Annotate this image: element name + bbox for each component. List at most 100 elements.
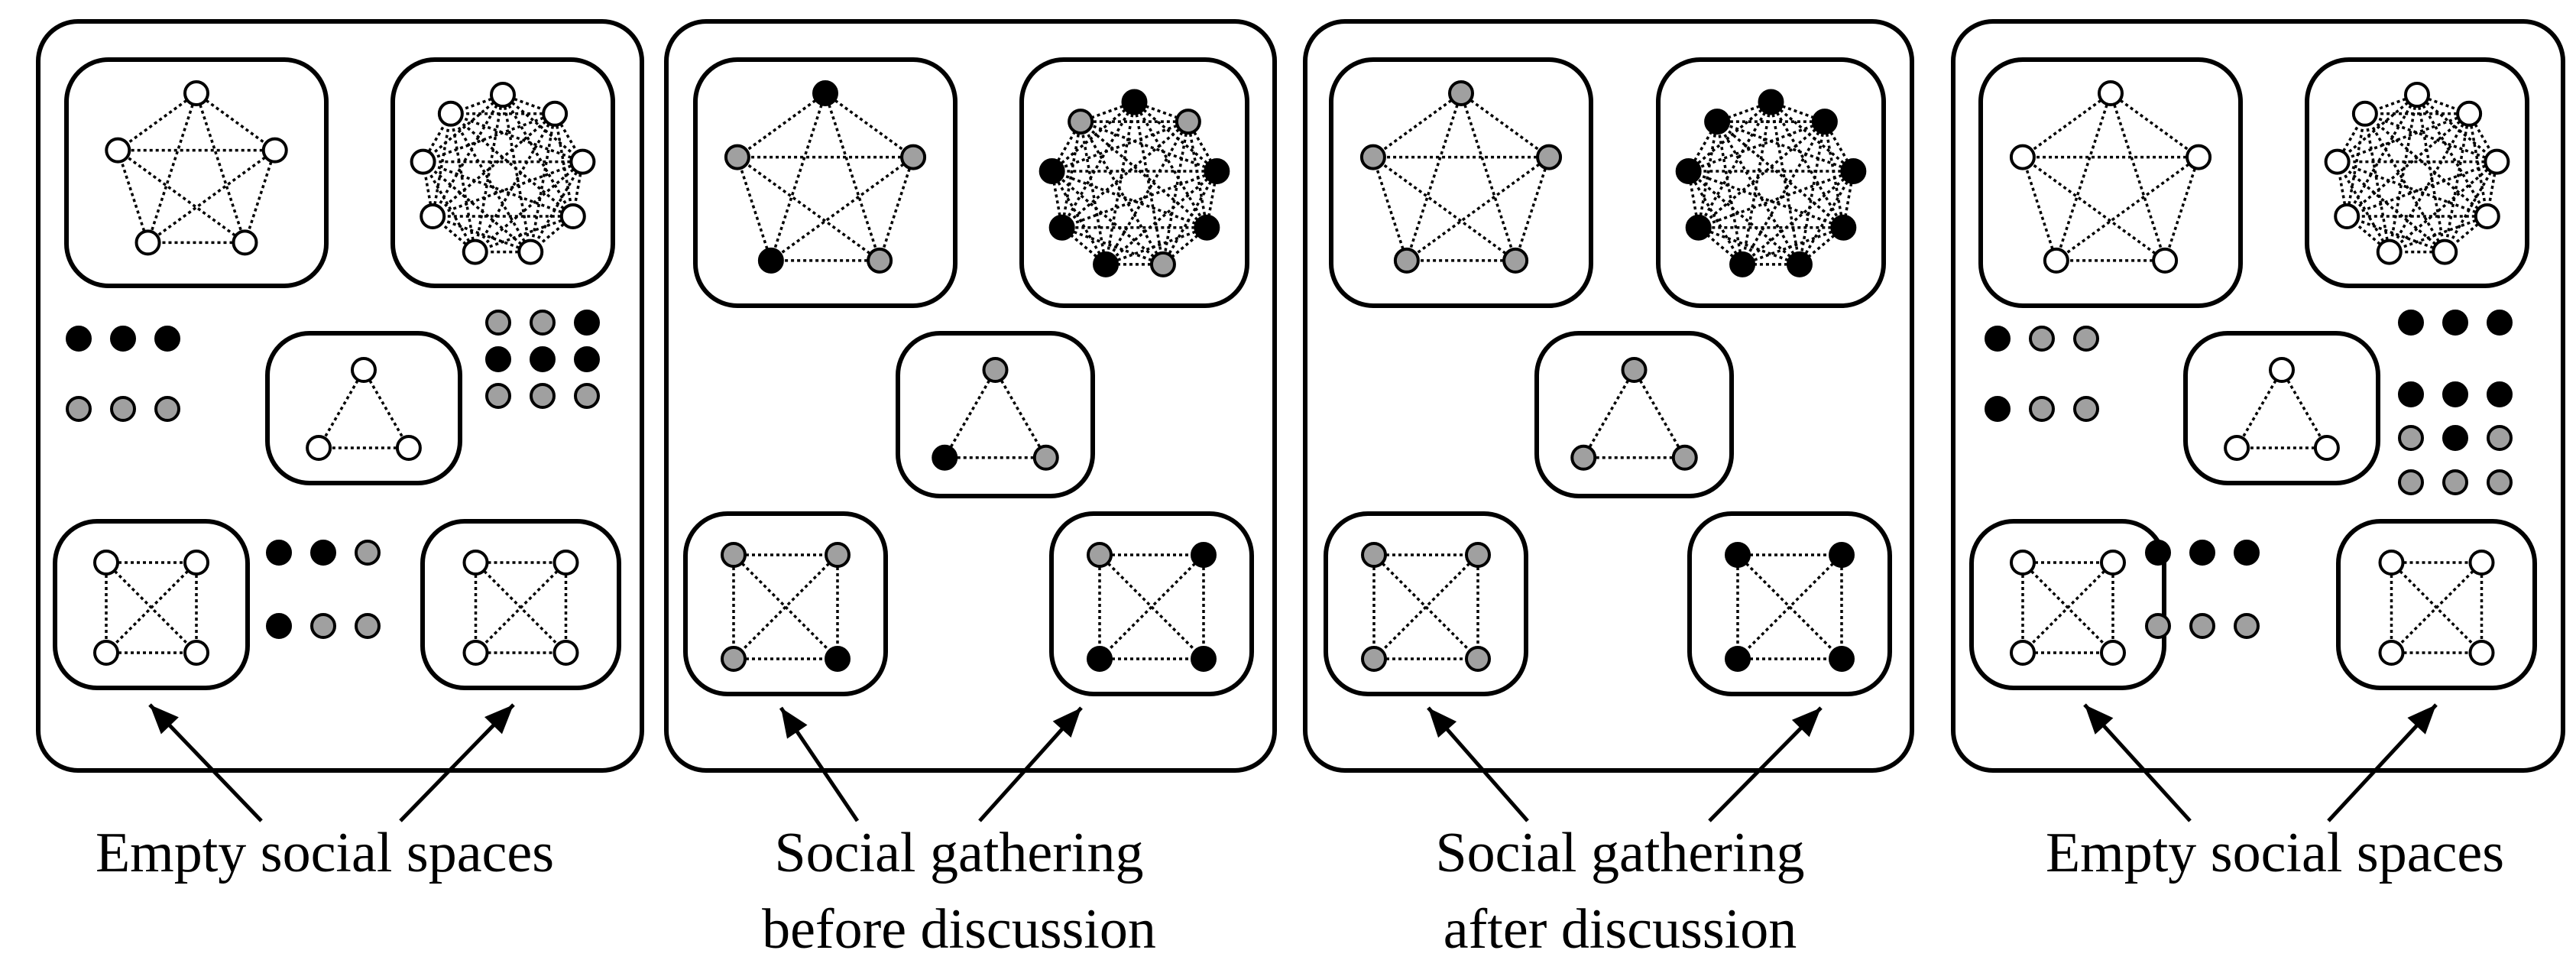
connection-line (1736, 553, 1843, 660)
connection-line (2021, 92, 2112, 159)
connection-line (2346, 112, 2471, 218)
agent-node (1121, 89, 1148, 115)
agent-node (1191, 542, 1217, 568)
connection-line (2280, 369, 2328, 449)
social-group (2183, 331, 2380, 485)
social-group (1978, 57, 2243, 308)
connection-line (2388, 94, 2419, 252)
connection-line (195, 92, 276, 152)
free-agent-node (2145, 540, 2171, 566)
connection-line (2336, 161, 2391, 253)
agent-node (1786, 251, 1813, 277)
agent-node (825, 646, 851, 672)
free-agent-node (2234, 540, 2260, 566)
free-agent-node (574, 383, 600, 409)
arrow-head (1791, 708, 1821, 738)
free-agent-node (530, 383, 556, 409)
connection-line (1051, 101, 1136, 173)
connection-line (1741, 102, 1773, 265)
agent-node (420, 203, 446, 229)
connection-line (117, 149, 246, 244)
connection-line (2336, 93, 2419, 163)
connection-line (2163, 157, 2200, 261)
connection-line (195, 92, 247, 243)
connection-line (736, 92, 827, 159)
arrow-head (2407, 705, 2436, 735)
agent-node (105, 137, 131, 164)
free-agent-node (66, 396, 92, 422)
connection-line (116, 150, 150, 243)
connection-line (2346, 160, 2497, 218)
agent-node (1465, 646, 1491, 672)
connection-line (362, 369, 410, 449)
social-group (1329, 57, 1593, 308)
connection-line (474, 94, 504, 252)
connection-line (2109, 92, 2166, 261)
free-agent-node (266, 540, 292, 566)
social-space-box (693, 57, 957, 308)
agent-node (2186, 144, 2212, 170)
agent-node (1175, 109, 1201, 135)
connection-line (474, 112, 556, 253)
agent-node (559, 203, 586, 229)
agent-node (932, 444, 958, 471)
agent-node (1448, 80, 1474, 106)
agent-node (462, 550, 489, 576)
free-agent-node (2442, 381, 2468, 407)
agent-node (437, 100, 464, 127)
social-group (265, 331, 462, 485)
connection-line (2337, 160, 2488, 218)
agent-node (1725, 542, 1751, 568)
connection-line (317, 369, 365, 449)
agent-node (1811, 109, 1838, 135)
connection-line (824, 92, 915, 159)
free-agent-node (2442, 469, 2468, 495)
connection-line (529, 161, 584, 253)
agent-node (825, 542, 851, 568)
agent-node (351, 357, 377, 383)
agent-node (2010, 640, 2036, 666)
agent-node (812, 80, 838, 106)
agent-node (2009, 144, 2036, 170)
free-agent-node (2487, 310, 2513, 336)
free-agent-node (2442, 425, 2468, 451)
connection-line (501, 93, 584, 163)
connection-line (2021, 157, 2058, 261)
free-agent-node (110, 396, 136, 422)
agent-node (569, 148, 596, 175)
agent-node (1393, 247, 1420, 274)
social-group (53, 519, 250, 690)
free-agent-node (310, 613, 336, 639)
agent-node (462, 640, 489, 666)
agent-node (490, 82, 516, 108)
social-space-box (2336, 519, 2537, 690)
connection-line (105, 561, 198, 654)
agent-node (2456, 100, 2483, 127)
connection-line (2416, 93, 2498, 163)
arrow-head (484, 705, 514, 735)
agent-node (542, 100, 569, 127)
agent-node (2468, 640, 2495, 666)
free-agent-node (2029, 326, 2055, 352)
arrow-head (1428, 708, 1457, 738)
connection-line (432, 112, 556, 218)
connection-line (1061, 120, 1190, 229)
connection-line (732, 553, 839, 660)
connection-line (2364, 113, 2391, 252)
free-agent-node (485, 383, 511, 409)
agent-node (1621, 357, 1648, 383)
connection-line (1514, 157, 1550, 261)
connection-line (1051, 170, 1207, 229)
connection-line (529, 113, 556, 252)
connection-line (736, 157, 773, 261)
connection-line (423, 160, 574, 218)
connection-line (1104, 121, 1190, 265)
connection-line (431, 113, 452, 217)
agent-node (2100, 550, 2126, 576)
agent-node (232, 229, 258, 256)
social-space-box (64, 57, 329, 288)
agent-node (552, 550, 579, 576)
social-space-box (390, 57, 615, 288)
free-agent-node (2189, 613, 2215, 639)
